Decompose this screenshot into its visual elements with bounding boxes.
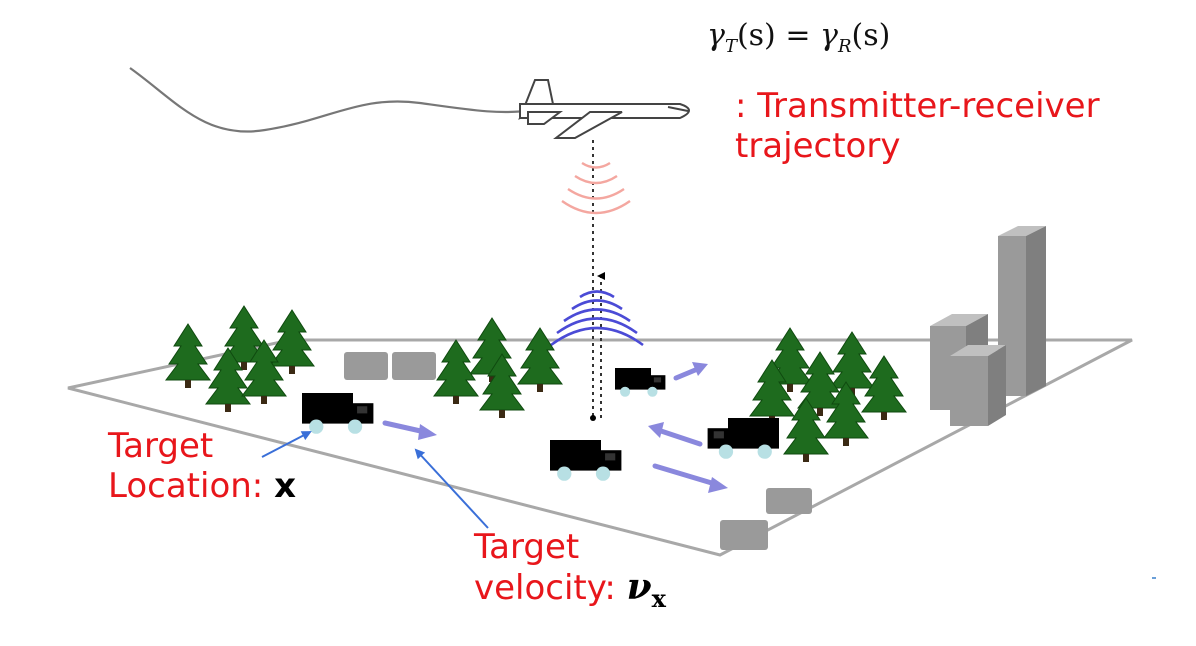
equation-rhs-sub: R [837, 36, 852, 57]
location-pointer-arrow [261, 431, 312, 458]
target-location-line1: Target [108, 426, 214, 466]
trajectory-equation: γT(s) = γR(s) [707, 18, 890, 57]
equation-lhs-arg: (s) [736, 18, 776, 53]
equation-lhs-sub: T [724, 36, 737, 57]
target-location-symbol: x [274, 466, 297, 506]
trajectory-label: : Transmitter-receiver trajectory [735, 86, 1100, 166]
equation-equals: = [785, 18, 811, 53]
equation-rhs-symbol: γ [820, 18, 838, 53]
building-icon [344, 226, 1046, 550]
receive-wave-icon [550, 290, 644, 347]
trajectory-label-line2: trajectory [735, 126, 901, 166]
trajectory-curve [129, 67, 536, 133]
airplane-icon [518, 79, 690, 139]
equation-rhs-arg: (s) [851, 18, 891, 53]
target-velocity-line1: Target [474, 527, 580, 567]
target-velocity-symbol: ν [626, 566, 652, 608]
target-point [590, 415, 596, 421]
target-location-label: Target Location: x [108, 426, 296, 506]
target-location-line2: Location: [108, 466, 275, 506]
velocity-pointer-arrow [414, 448, 489, 529]
target-velocity-line2: velocity: [474, 568, 627, 608]
motion-arrow [382, 365, 718, 487]
trajectory-label-line1: : Transmitter-receiver [735, 86, 1100, 126]
emit-wave-icon [561, 161, 631, 215]
equation-lhs-symbol: γ [707, 18, 725, 53]
target-velocity-label: Target velocity: νx [474, 527, 666, 613]
target-velocity-sub: x [651, 584, 666, 613]
motion-arrowhead [418, 362, 728, 493]
